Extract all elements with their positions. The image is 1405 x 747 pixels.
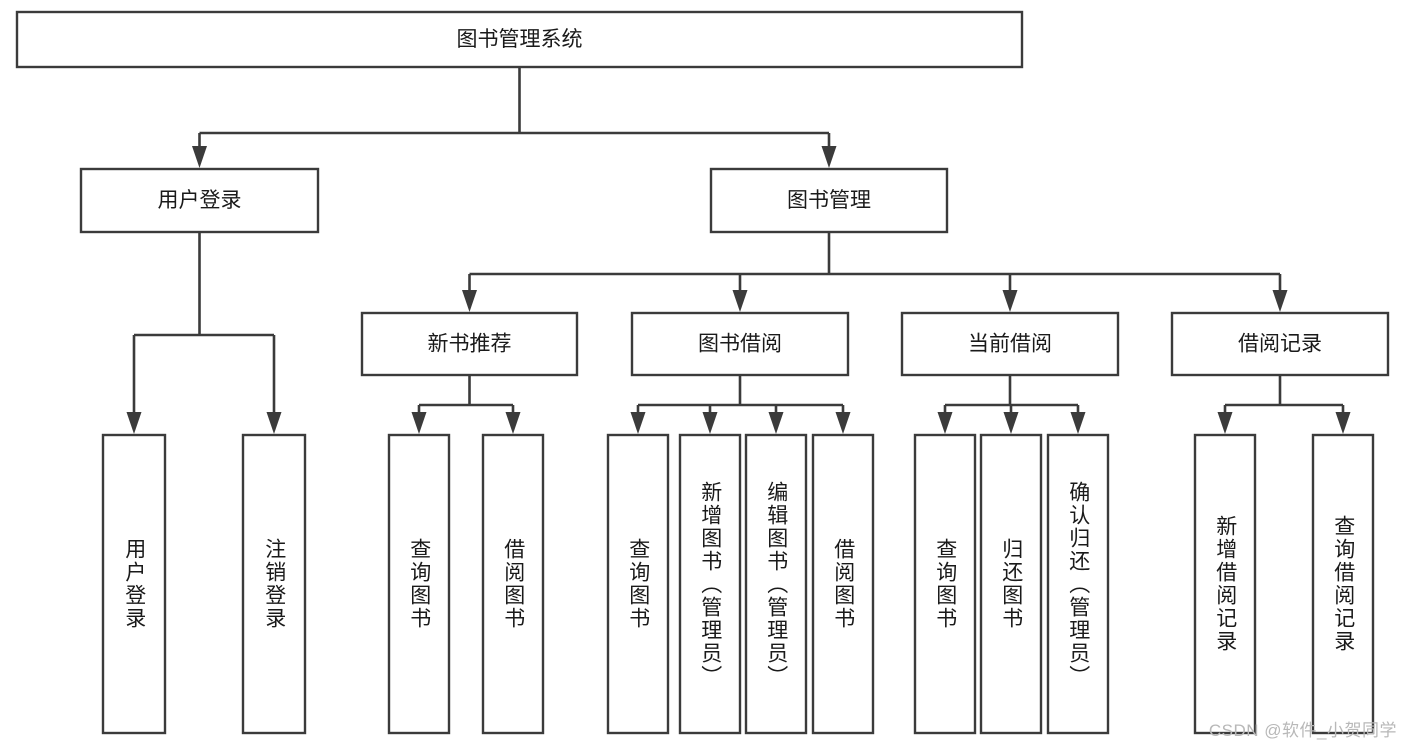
connector-arrowhead <box>937 412 953 434</box>
node-label-user-login: 用户登录 <box>158 189 242 212</box>
connector-arrowhead <box>505 412 521 434</box>
connector-arrowhead <box>768 412 784 434</box>
connector-arrowhead <box>1003 412 1019 434</box>
node-box-new-book-recommend[interactable] <box>360 311 579 377</box>
node-box-current-borrow[interactable] <box>900 311 1120 377</box>
node-box-leaf-query-record[interactable] <box>1311 433 1375 735</box>
connector-arrowhead <box>266 412 282 434</box>
node-box-leaf-user-logout[interactable] <box>241 433 307 735</box>
node-label-root: 图书管理系统 <box>457 28 583 51</box>
connector-arrowhead <box>1335 412 1351 434</box>
connector-arrowhead <box>126 412 142 434</box>
node-box-leaf-borrow-book-2[interactable] <box>811 433 875 735</box>
connector-arrowhead <box>702 412 718 434</box>
node-label-new-book-recommend: 新书推荐 <box>428 333 512 356</box>
node-box-layer <box>15 10 1390 735</box>
connector-arrowhead <box>630 412 646 434</box>
node-box-root[interactable] <box>15 10 1024 69</box>
watermark-text: CSDN @软件_小贺同学 <box>1208 721 1397 740</box>
node-box-leaf-query-book-2[interactable] <box>606 433 670 735</box>
connector-layer <box>126 67 1351 434</box>
node-label-book-manage: 图书管理 <box>787 189 871 212</box>
node-box-book-borrow[interactable] <box>630 311 850 377</box>
node-box-leaf-add-book[interactable] <box>678 433 742 735</box>
node-box-leaf-user-login[interactable] <box>101 433 167 735</box>
node-label-book-borrow: 图书借阅 <box>698 333 782 356</box>
node-box-book-manage[interactable] <box>709 167 949 234</box>
connector-arrowhead <box>821 146 837 168</box>
connector-arrowhead <box>732 290 748 312</box>
node-label-current-borrow: 当前借阅 <box>968 333 1052 356</box>
connector-arrowhead <box>835 412 851 434</box>
node-box-borrow-record[interactable] <box>1170 311 1390 377</box>
node-box-leaf-query-book-3[interactable] <box>913 433 977 735</box>
node-box-leaf-borrow-book-1[interactable] <box>481 433 545 735</box>
node-box-leaf-query-book-1[interactable] <box>387 433 451 735</box>
connector-arrowhead <box>1272 290 1288 312</box>
node-box-user-login[interactable] <box>79 167 320 234</box>
connector-arrowhead <box>1217 412 1233 434</box>
connector-arrowhead <box>192 146 207 168</box>
connector-arrowhead <box>1002 290 1018 312</box>
connector-arrowhead <box>462 290 477 312</box>
node-label-borrow-record: 借阅记录 <box>1238 333 1322 356</box>
node-box-leaf-confirm-return[interactable] <box>1046 433 1110 735</box>
connector-arrowhead <box>411 412 427 434</box>
node-box-leaf-edit-book[interactable] <box>744 433 808 735</box>
connector-arrowhead <box>1070 412 1086 434</box>
node-box-leaf-return-book[interactable] <box>979 433 1043 735</box>
node-box-leaf-add-record[interactable] <box>1193 433 1257 735</box>
